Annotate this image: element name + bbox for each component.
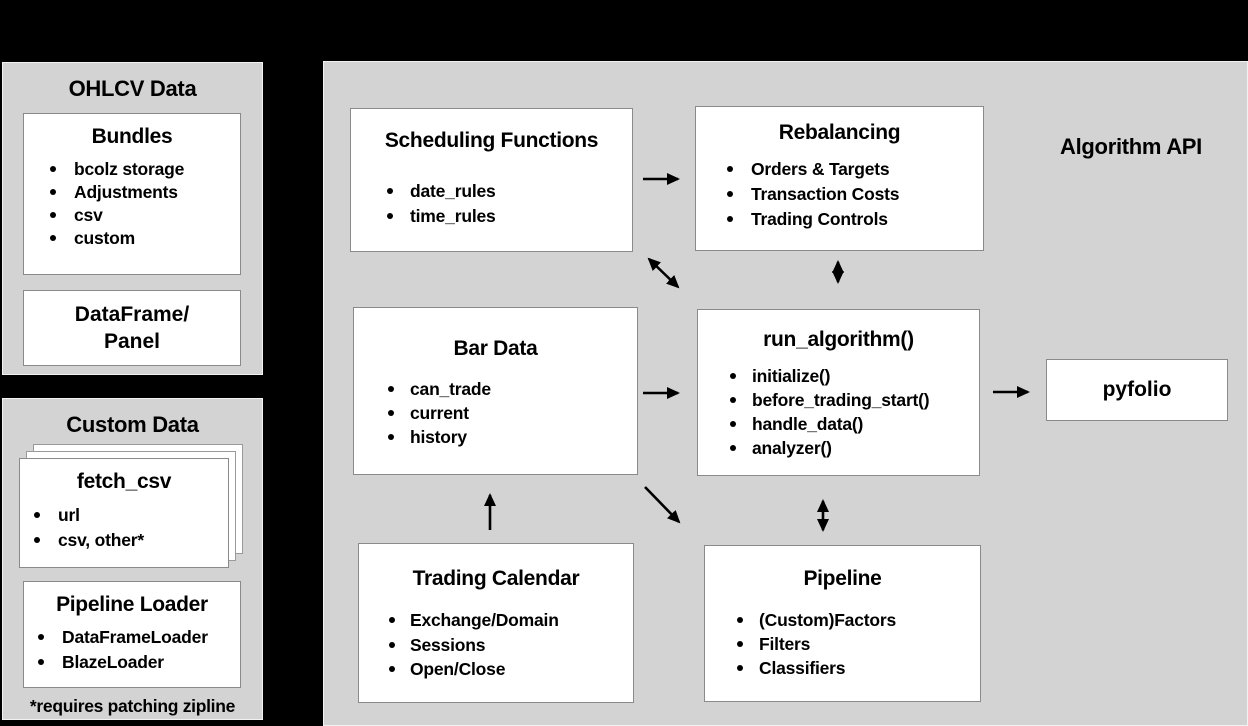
footnote-requires-patching: *requires patching zipline	[29, 696, 236, 716]
bar-data-box: Bar Data can_trade current history	[353, 307, 638, 475]
ohlcv-data-title: OHLCV Data	[68, 76, 197, 101]
trading-calendar-title: Trading Calendar	[412, 567, 580, 590]
scheduling-functions-list: date_rules time_rules	[351, 179, 632, 229]
list-item: Transaction Costs	[696, 182, 983, 207]
dataframe-line2: Panel	[103, 330, 161, 353]
list-item: handle_data()	[698, 412, 979, 436]
pyfolio-box: pyfolio	[1046, 359, 1228, 421]
pipeline-loader-box: Pipeline Loader DataFrameLoader BlazeLoa…	[23, 581, 241, 688]
rebalancing-list: Orders & Targets Transaction Costs Tradi…	[696, 157, 983, 232]
list-item: custom	[24, 227, 240, 250]
list-item: before_trading_start()	[698, 388, 979, 412]
bundles-list: bcolz storage Adjustments csv custom	[24, 158, 240, 250]
bar-data-title: Bar Data	[453, 337, 538, 360]
list-item: csv	[24, 204, 240, 227]
list-item: can_trade	[354, 377, 637, 401]
list-item: history	[354, 425, 637, 449]
trading-calendar-box: Trading Calendar Exchange/Domain Session…	[358, 543, 634, 703]
list-item: analyzer()	[698, 436, 979, 460]
list-item: url	[20, 503, 228, 528]
list-item: bcolz storage	[24, 158, 240, 181]
rebalancing-title: Rebalancing	[778, 121, 901, 144]
fetch-csv-box: fetch_csv url csv, other*	[19, 458, 229, 568]
fetch-csv-list: url csv, other*	[20, 503, 228, 553]
run-algorithm-title: run_algorithm()	[763, 328, 914, 351]
list-item: initialize()	[698, 364, 979, 388]
ohlcv-data-panel: OHLCV Data Bundles bcolz storage Adjustm…	[2, 62, 263, 375]
list-item: date_rules	[351, 179, 632, 204]
list-item: Open/Close	[359, 657, 633, 682]
list-item: Adjustments	[24, 181, 240, 204]
pipeline-loader-title: Pipeline Loader	[56, 593, 208, 616]
bundles-box: Bundles bcolz storage Adjustments csv cu…	[23, 113, 241, 275]
custom-data-title: Custom Data	[66, 412, 199, 437]
list-item: Sessions	[359, 633, 633, 658]
scheduling-functions-box: Scheduling Functions date_rules time_rul…	[350, 108, 633, 252]
list-item: Orders & Targets	[696, 157, 983, 182]
list-item: Classifiers	[705, 656, 980, 680]
fetch-csv-stack: fetch_csv url csv, other*	[19, 444, 243, 568]
rebalancing-box: Rebalancing Orders & Targets Transaction…	[695, 106, 984, 251]
bundles-title: Bundles	[91, 125, 173, 148]
list-item: current	[354, 401, 637, 425]
scheduling-functions-title: Scheduling Functions	[384, 129, 599, 152]
list-item: Trading Controls	[696, 207, 983, 232]
pipeline-box: Pipeline (Custom)Factors Filters Classif…	[704, 545, 981, 702]
trading-calendar-list: Exchange/Domain Sessions Open/Close	[359, 608, 633, 682]
list-item: BlazeLoader	[24, 650, 240, 675]
algorithm-panel: Algorithm API Scheduling Functions date_…	[323, 61, 1248, 726]
pipeline-list: (Custom)Factors Filters Classifiers	[705, 608, 980, 680]
dataframe-line1: DataFrame/	[74, 303, 190, 326]
bar-data-list: can_trade current history	[354, 377, 637, 449]
fetch-csv-title: fetch_csv	[76, 470, 172, 493]
list-item: (Custom)Factors	[705, 608, 980, 632]
list-item: Filters	[705, 632, 980, 656]
list-item: csv, other*	[20, 528, 228, 553]
run-algorithm-list: initialize() before_trading_start() hand…	[698, 364, 979, 460]
list-item: Exchange/Domain	[359, 608, 633, 633]
list-item: time_rules	[351, 204, 632, 229]
dataframe-panel-box: DataFrame/ Panel	[23, 290, 241, 366]
pipeline-loader-list: DataFrameLoader BlazeLoader	[24, 625, 240, 675]
pyfolio-title: pyfolio	[1102, 378, 1172, 401]
algorithm-api-label: Algorithm API	[1060, 134, 1202, 159]
list-item: DataFrameLoader	[24, 625, 240, 650]
custom-data-panel: Custom Data fetch_csv url csv, other* Pi…	[2, 398, 263, 720]
pipeline-title: Pipeline	[803, 567, 882, 590]
run-algorithm-box: run_algorithm() initialize() before_trad…	[697, 309, 980, 476]
